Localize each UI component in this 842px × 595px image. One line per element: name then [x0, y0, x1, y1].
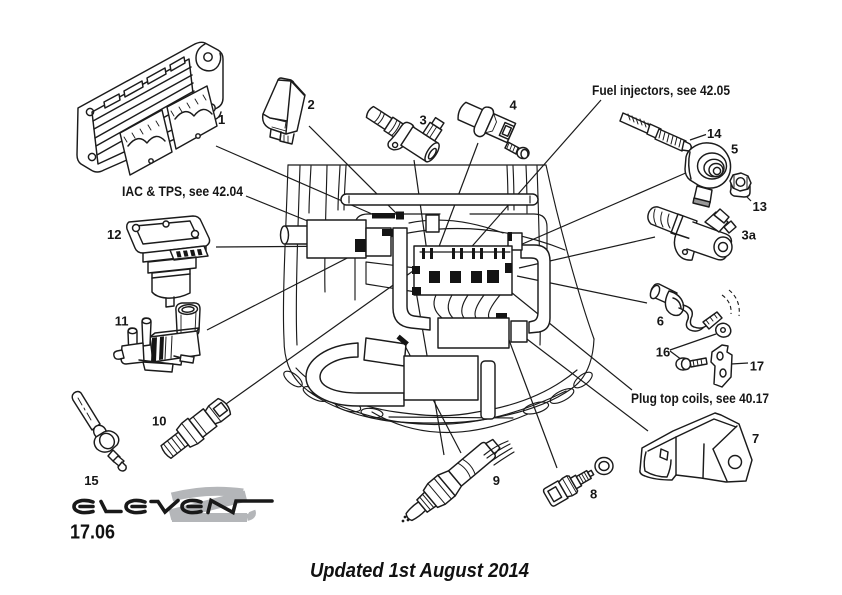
svg-text:12: 12	[107, 227, 121, 242]
svg-text:IAC & TPS, see 42.04: IAC & TPS, see 42.04	[122, 183, 243, 199]
svg-text:6: 6	[657, 314, 664, 329]
svg-text:Fuel injectors, see 42.05: Fuel injectors, see 42.05	[592, 82, 730, 98]
svg-text:9: 9	[493, 473, 500, 488]
svg-text:Plug top coils, see 40.17: Plug top coils, see 40.17	[631, 390, 769, 406]
svg-text:Updated 1st August 2014: Updated 1st August 2014	[310, 560, 529, 582]
svg-text:3a: 3a	[742, 228, 757, 243]
svg-text:10: 10	[152, 414, 166, 429]
svg-text:15: 15	[84, 473, 98, 488]
svg-text:14: 14	[707, 126, 722, 141]
svg-text:13: 13	[753, 199, 767, 214]
svg-text:17.06: 17.06	[70, 521, 115, 544]
svg-text:3: 3	[420, 113, 427, 128]
svg-text:1: 1	[218, 112, 225, 127]
svg-text:5: 5	[731, 142, 738, 157]
svg-text:8: 8	[590, 487, 597, 502]
svg-text:17: 17	[750, 359, 764, 374]
svg-text:2: 2	[308, 97, 315, 112]
svg-text:11: 11	[115, 314, 129, 329]
svg-text:16: 16	[656, 345, 670, 360]
svg-text:7: 7	[752, 431, 759, 446]
svg-text:4: 4	[510, 98, 518, 113]
